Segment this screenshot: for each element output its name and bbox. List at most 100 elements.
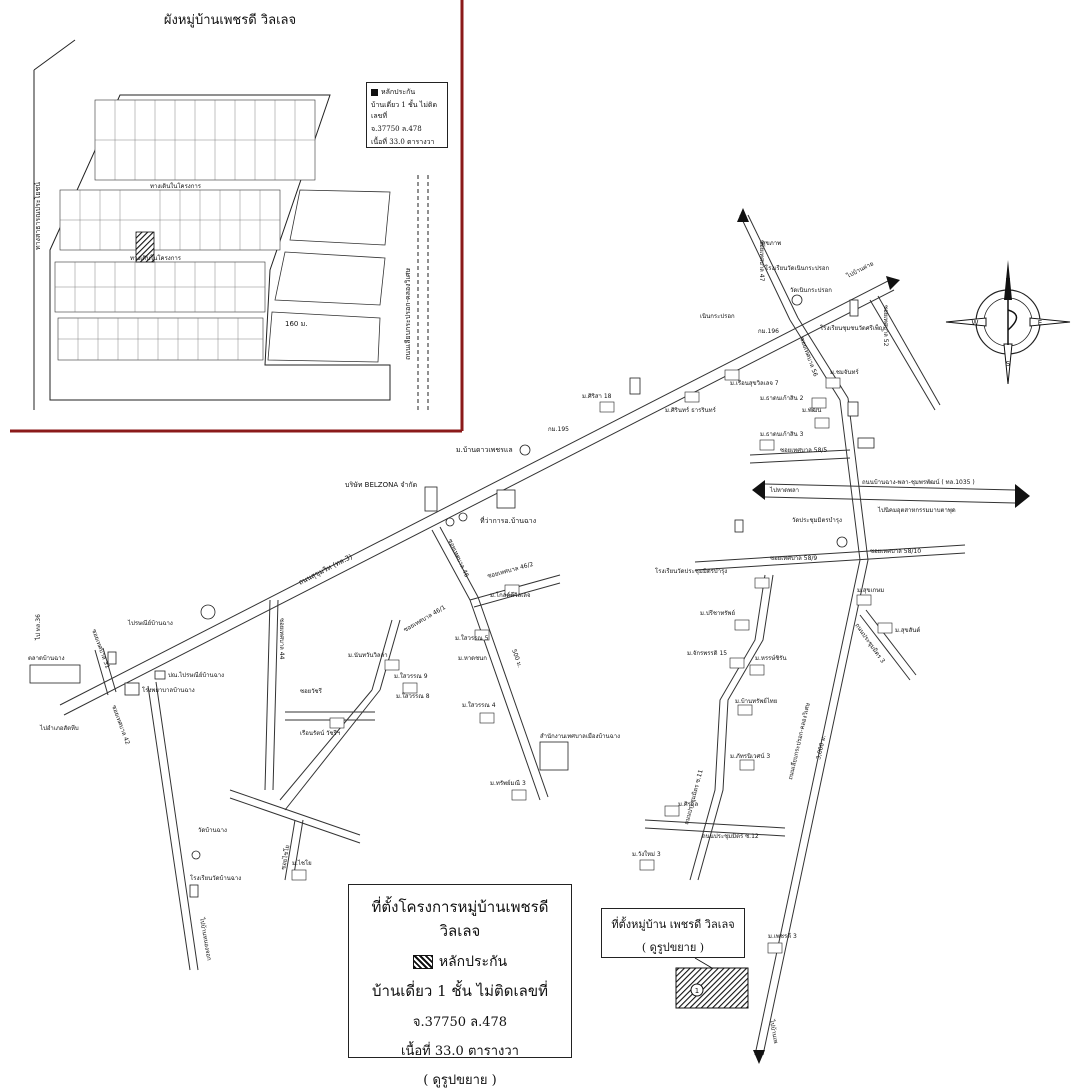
village-icon (825, 377, 841, 389)
inset-title: ผังหมู่บ้านเพชรดี วิลเลจ (164, 12, 296, 28)
temple-icon (191, 850, 201, 860)
label-km195: กม.195 (548, 426, 569, 433)
temple-icon (200, 604, 216, 620)
village-icon (384, 659, 400, 671)
building-icon (424, 486, 438, 512)
label-soi-58-9: ซอยเทศบาล 58/9 (770, 555, 817, 562)
label-m-hatchanok: ม.หาดชนก (458, 655, 487, 662)
label-m-suksant: ม.สุขสันต์ (895, 626, 920, 634)
location-box-title: ที่ตั้งหมู่บ้าน เพชรดี วิลเลจ (611, 918, 735, 931)
label-dist-500: 500 ม. (510, 648, 523, 669)
building-icon (107, 651, 117, 665)
label-to-phla: ไปหาดพลา (769, 486, 799, 494)
label-m-phaisarn: ม.หรรษ์ชิรัน (755, 654, 787, 662)
label-nern-kraprok: เนินกระปรอก (700, 313, 735, 320)
label-hospital: โรงพยาบาลบ้านฉาง (142, 686, 195, 694)
label-m-petchdee3: ม.เพชรดี 3 (768, 932, 797, 940)
temple-icon (458, 512, 468, 522)
building-icon (154, 670, 166, 680)
label-to-sattahip: ไป ทล.36 (34, 614, 42, 641)
info-box-area: เนื้อที่ 33.0 ตารางวา (401, 1044, 519, 1059)
arrow-to-industrial (1015, 484, 1030, 508)
label-to-ban-rua: ไปบ้านเพ (768, 1018, 780, 1044)
village-icon (511, 789, 527, 801)
arrow-ban-khai (886, 276, 900, 290)
label-soi-52: ซอยเทศบาล 52 (882, 305, 889, 347)
village-icon (329, 717, 345, 729)
compass-n: N (1005, 277, 1010, 285)
building-icon (496, 489, 516, 509)
label-soi-46-2: ซอยเทศบาล 46/2 (487, 561, 535, 580)
label-m-chaiwan4: ม.ใสวรรณ 4 (462, 701, 496, 709)
temple-icon (791, 294, 803, 306)
label-m-sirintara: ม.ศิรินทร์ ธารรินทร์ (665, 406, 717, 414)
inset-dimension: 160 ม. (285, 320, 307, 328)
building-icon (29, 664, 81, 684)
arrow-to-phla (752, 480, 765, 500)
village-icon (291, 869, 307, 881)
label-to-industrial: ไปนิคมอุตสาหกรรมมาบตาพุด (877, 506, 956, 514)
inset-legend-area: เนื้อที่ 33.0 ตารางวา (371, 138, 435, 146)
label-wat-kraprok: วัดเนินกระปรอก (790, 287, 832, 294)
inset-road-right: ถนนเลียบกระปรอก-คลองวิเศษ (404, 268, 412, 360)
info-box: ที่ตั้งโครงการหมู่บ้านเพชรดี วิลเลจ หลัก… (348, 884, 572, 1088)
label-m-chomchan: ม.ชมจันทร์ (830, 368, 859, 376)
label-m-chaiwan8: ม.ใสวรรณ 8 (396, 692, 430, 700)
label-dist-3000: 3,000 ม. (815, 734, 827, 760)
label-district-office: ที่ว่าการอ.บ้านฉาง (480, 516, 536, 525)
village-icons (291, 369, 893, 954)
building-icons (29, 294, 875, 898)
label-soi-56: ซอยเทศบาล 56 (798, 336, 819, 377)
label-soi-11: ถนนประชุมมิตร ซ.11 (683, 769, 704, 826)
village-icon (684, 391, 700, 403)
label-school-prachum: โรงเรียนวัดประชุมมิตรบำรุง (655, 567, 727, 575)
building-icon (849, 299, 859, 317)
village-icon (754, 577, 770, 589)
label-office-land: สำนักงานเทศบาลเมืองบ้านฉาง (540, 732, 620, 740)
label-road-kraprok-klong: ถนนเลียบกระปรอก-คลองวิเศษ (786, 702, 812, 781)
label-ban-chang-market: ตลาดบ้านฉาง (28, 655, 65, 662)
label-m-chaiyo: ม.ไชโย (292, 859, 312, 867)
label-to-ban-nong: ไปบ้านหนองจอก (198, 916, 214, 962)
label-road-1035: ถนนบ้านฉาง-พลา-ชุมพรพัฒน์ ( ทล.1035 ) (862, 478, 975, 486)
inset-legend-marker: หลักประกัน (381, 88, 416, 96)
label-m-pachara: ม.ปรีชาทรัพย์ (700, 609, 735, 617)
inset-road-mid2: ทางเดินในโครงการ (130, 254, 182, 262)
label-soi-47: ซอยเทศบาล 47 (758, 240, 765, 282)
project-location-block (675, 967, 749, 1009)
compass-rose: N S E W (945, 260, 1071, 385)
label-m-chaiyai3: ม.วังใหม่ 3 (632, 850, 661, 858)
label-police: ปณ.ไปรษณีย์บ้านฉาง (168, 671, 224, 679)
hatch-legend-icon (412, 955, 433, 969)
collateral-square-icon (371, 88, 378, 96)
label-school-banchang: โรงเรียนวัดบ้านฉาง (190, 874, 241, 882)
inset-legend-type: บ้านเดี่ยว 1 ชั้น ไม่ติดเลขที่ (371, 101, 438, 120)
label-post-office: ไปรษณีย์บ้านฉาง (127, 619, 173, 627)
direction-arrows (737, 208, 1030, 1064)
label-m-nantawan2: ม.ธาดนเก้าสิน 2 (760, 395, 804, 402)
village-icon (474, 629, 490, 641)
label-sukhumvit: ถนนสุขุมวิท (ทล.3) (297, 553, 354, 587)
village-icon (639, 859, 655, 871)
label-school-phen: โรงเรียนชุมชนวัดศรีเพ็ญ (820, 323, 884, 332)
temple-icon (836, 536, 848, 548)
label-to-pattaya: ไปอำเภอสัตหีบ (39, 724, 79, 732)
village-icon (759, 439, 775, 451)
building-icon (539, 741, 569, 771)
info-box-type: บ้านเดี่ยว 1 ชั้น ไม่ติดเลขที่ (372, 982, 548, 1000)
village-icon (811, 397, 827, 409)
village-icon (402, 682, 418, 694)
label-m-nantawan3: ม.ธาดนเก้าสิน 3 (760, 431, 804, 438)
label-m-chitti15: ม.จักรพรรดิ 15 (687, 650, 727, 657)
village-icon (749, 664, 765, 676)
label-soi-12: ถนนประชุมมิตร ซ.12 (702, 833, 759, 840)
village-icon (814, 417, 830, 429)
building-icon (124, 682, 140, 696)
label-m-chaiwan3: ม.ทรัพย์มณี 3 (490, 779, 526, 787)
inset-road-left: ทางสาธารณประโยชน์ (33, 182, 42, 250)
label-school-kraprok: โรงเรียนวัดเนินกระปรอก (765, 264, 829, 272)
village-icon (767, 942, 783, 954)
arrow-top (737, 208, 749, 222)
building-icon (734, 519, 744, 533)
village-icon (877, 622, 893, 634)
